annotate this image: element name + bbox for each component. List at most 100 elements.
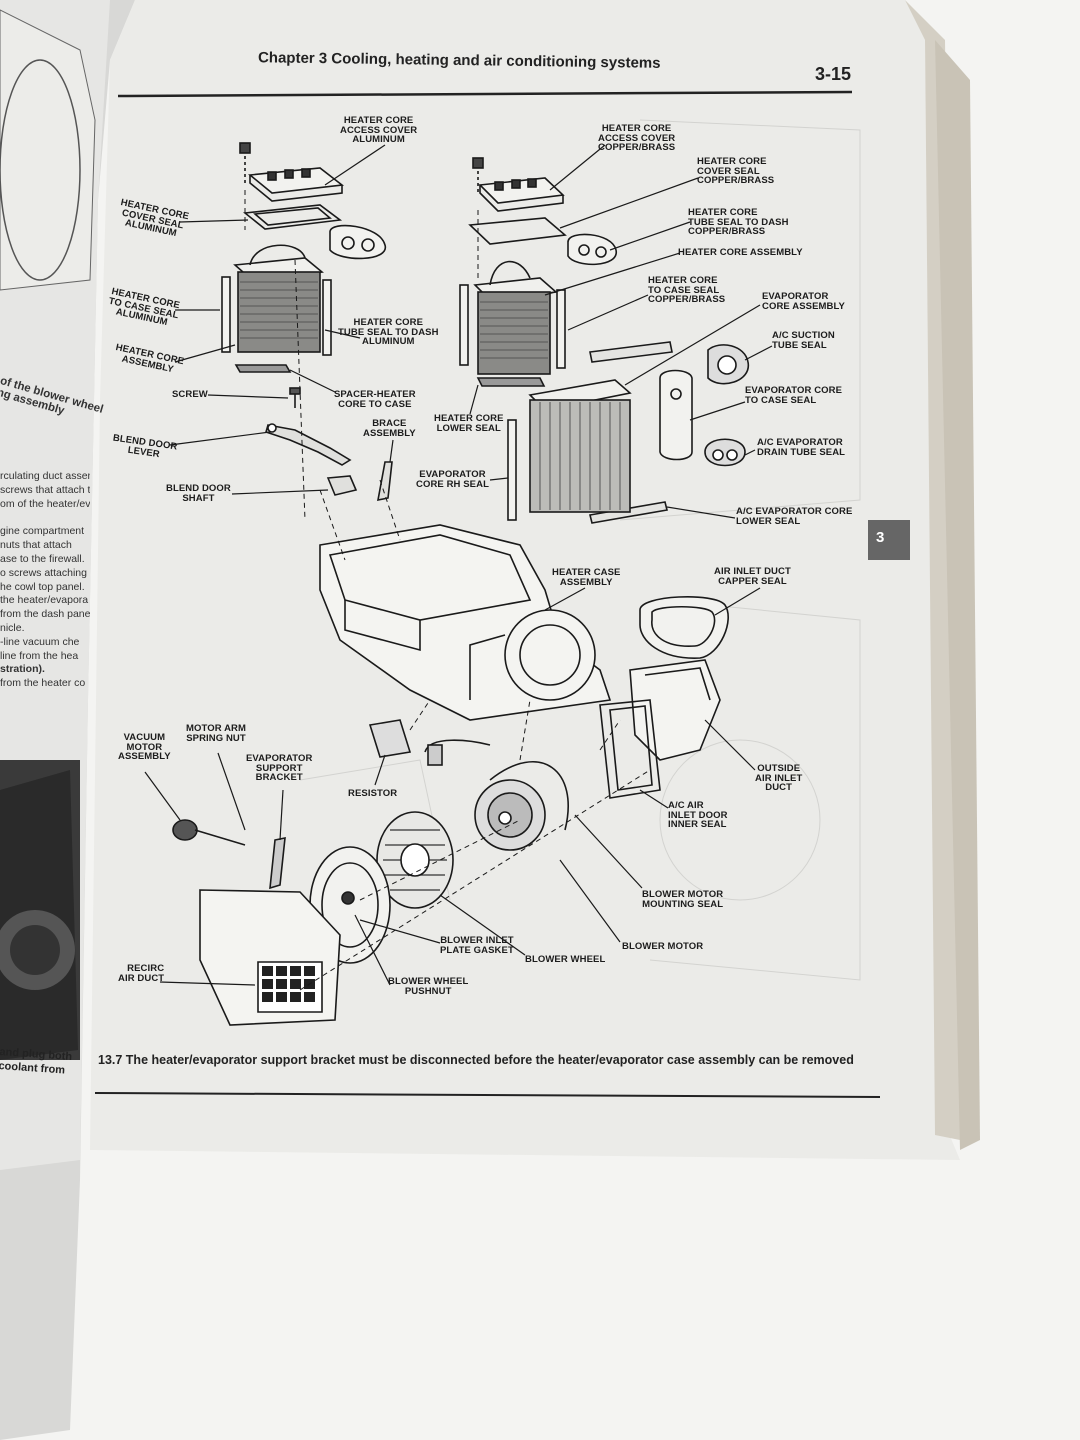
label-line: DUCT	[765, 782, 793, 793]
page-number: 3-15	[815, 64, 852, 84]
label-line: HEATER CASE	[552, 567, 621, 578]
left-text-line: -line vacuum che	[0, 635, 80, 648]
label-screw: SCREW	[172, 390, 208, 400]
label-line: BLOWER MOTOR	[622, 941, 704, 952]
label-line: CAPPER SEAL	[718, 575, 787, 587]
left-text-line: line from the hea	[0, 649, 79, 662]
label-resistor: RESISTOR	[348, 789, 397, 799]
label-line: COPPER/BRASS	[688, 226, 766, 237]
label-line: TUBE SEAL	[772, 339, 827, 351]
label-line: OUTSIDE	[757, 763, 801, 774]
label-line: HEATER CORE ASSEMBLY	[678, 247, 803, 258]
left-text-line: the heater/evapora	[0, 594, 89, 607]
label-line: INNER SEAL	[668, 819, 727, 830]
label-line: MOTOR	[126, 741, 163, 753]
label-line: ASSEMBLY	[118, 751, 171, 762]
label-line: INLET DOOR	[668, 809, 728, 821]
left-page-text: rculating duct assem screws that attach …	[0, 470, 90, 691]
label-line: SCREW	[172, 389, 208, 400]
left-text-line: nicle.	[0, 621, 25, 634]
label-line: SHAFT	[182, 492, 215, 504]
label-line: SPACER-HEATER	[334, 389, 416, 400]
label-line: COPPER/BRASS	[598, 142, 676, 153]
left-text-line: ase to the firewall.	[0, 552, 85, 565]
label-line: BLOWER WHEEL	[388, 976, 469, 987]
label-line: COVER SEAL	[697, 165, 760, 177]
label-line: SPRING NUT	[186, 732, 246, 744]
label-line: ALUMINUM	[352, 134, 405, 145]
label-line: COPPER/BRASS	[697, 175, 775, 186]
label-line: PUSHNUT	[404, 985, 452, 997]
label-line: ACCESS COVER	[340, 124, 418, 136]
left-text-line: o screws attaching	[0, 566, 87, 579]
label-blower-wheel: BLOWER WHEEL	[525, 955, 605, 965]
label-line: AIR DUCT	[118, 972, 165, 984]
label-line: CORE ASSEMBLY	[762, 300, 845, 312]
left-text-line: rculating duct assem	[0, 470, 90, 482]
label-line: ASSEMBLY	[363, 427, 416, 439]
label-line: CORE RH SEAL	[416, 478, 489, 490]
label-line: TO CASE SEAL	[648, 284, 720, 296]
label-line: TO CASE SEAL	[745, 394, 817, 406]
label-line: BLEND DOOR	[166, 483, 231, 494]
label-line: TUBE SEAL TO DASH	[688, 216, 789, 228]
left-text-line: stration).	[0, 663, 45, 676]
label-line: HEATER CORE	[697, 156, 767, 167]
label-line: AIR INLET DUCT	[714, 566, 791, 577]
label-line: EVAPORATOR	[246, 753, 313, 764]
label-line: HEATER CORE	[688, 207, 758, 218]
left-text-line: om of the heater/eva	[0, 497, 90, 510]
label-line: LOWER SEAL	[736, 515, 801, 527]
label-line: TUBE SEAL TO DASH	[338, 326, 439, 338]
label-line: A/C EVAPORATOR CORE	[736, 506, 853, 517]
label-line: COPPER/BRASS	[648, 294, 726, 305]
label-line: A/C SUCTION	[772, 330, 835, 341]
label-heater-core-assembly-right: HEATER CORE ASSEMBLY	[678, 248, 803, 258]
label-line: VACUUM	[123, 732, 166, 743]
figure-caption: 13.7 The heater/evaporator support brack…	[98, 1053, 854, 1067]
label-line: RECIRC	[127, 963, 165, 974]
label-line: A/C EVAPORATOR	[757, 437, 843, 448]
left-text-line: nuts that attach	[0, 539, 72, 552]
label-line: EVAPORATOR	[762, 291, 829, 302]
label-line: MOUNTING SEAL	[642, 898, 724, 910]
left-text-line: screws that attach th	[0, 483, 90, 496]
label-line: BLOWER MOTOR	[642, 889, 724, 900]
label-line: RESISTOR	[348, 788, 398, 799]
label-line: AIR INLET	[755, 772, 803, 784]
left-page-bottom-text: and plug both coolant from	[0, 1045, 73, 1078]
label-line: PLATE GASKET	[440, 944, 514, 956]
label-line: A/C AIR	[668, 800, 704, 811]
label-blower-motor: BLOWER MOTOR	[622, 942, 703, 952]
label-line: HEATER CORE	[353, 317, 424, 328]
label-line: BRACKET	[255, 772, 303, 783]
label-line: ALUMINUM	[362, 336, 415, 347]
left-text-line: from the heater co	[0, 677, 86, 690]
left-text-line: from the dash panel	[0, 608, 90, 621]
